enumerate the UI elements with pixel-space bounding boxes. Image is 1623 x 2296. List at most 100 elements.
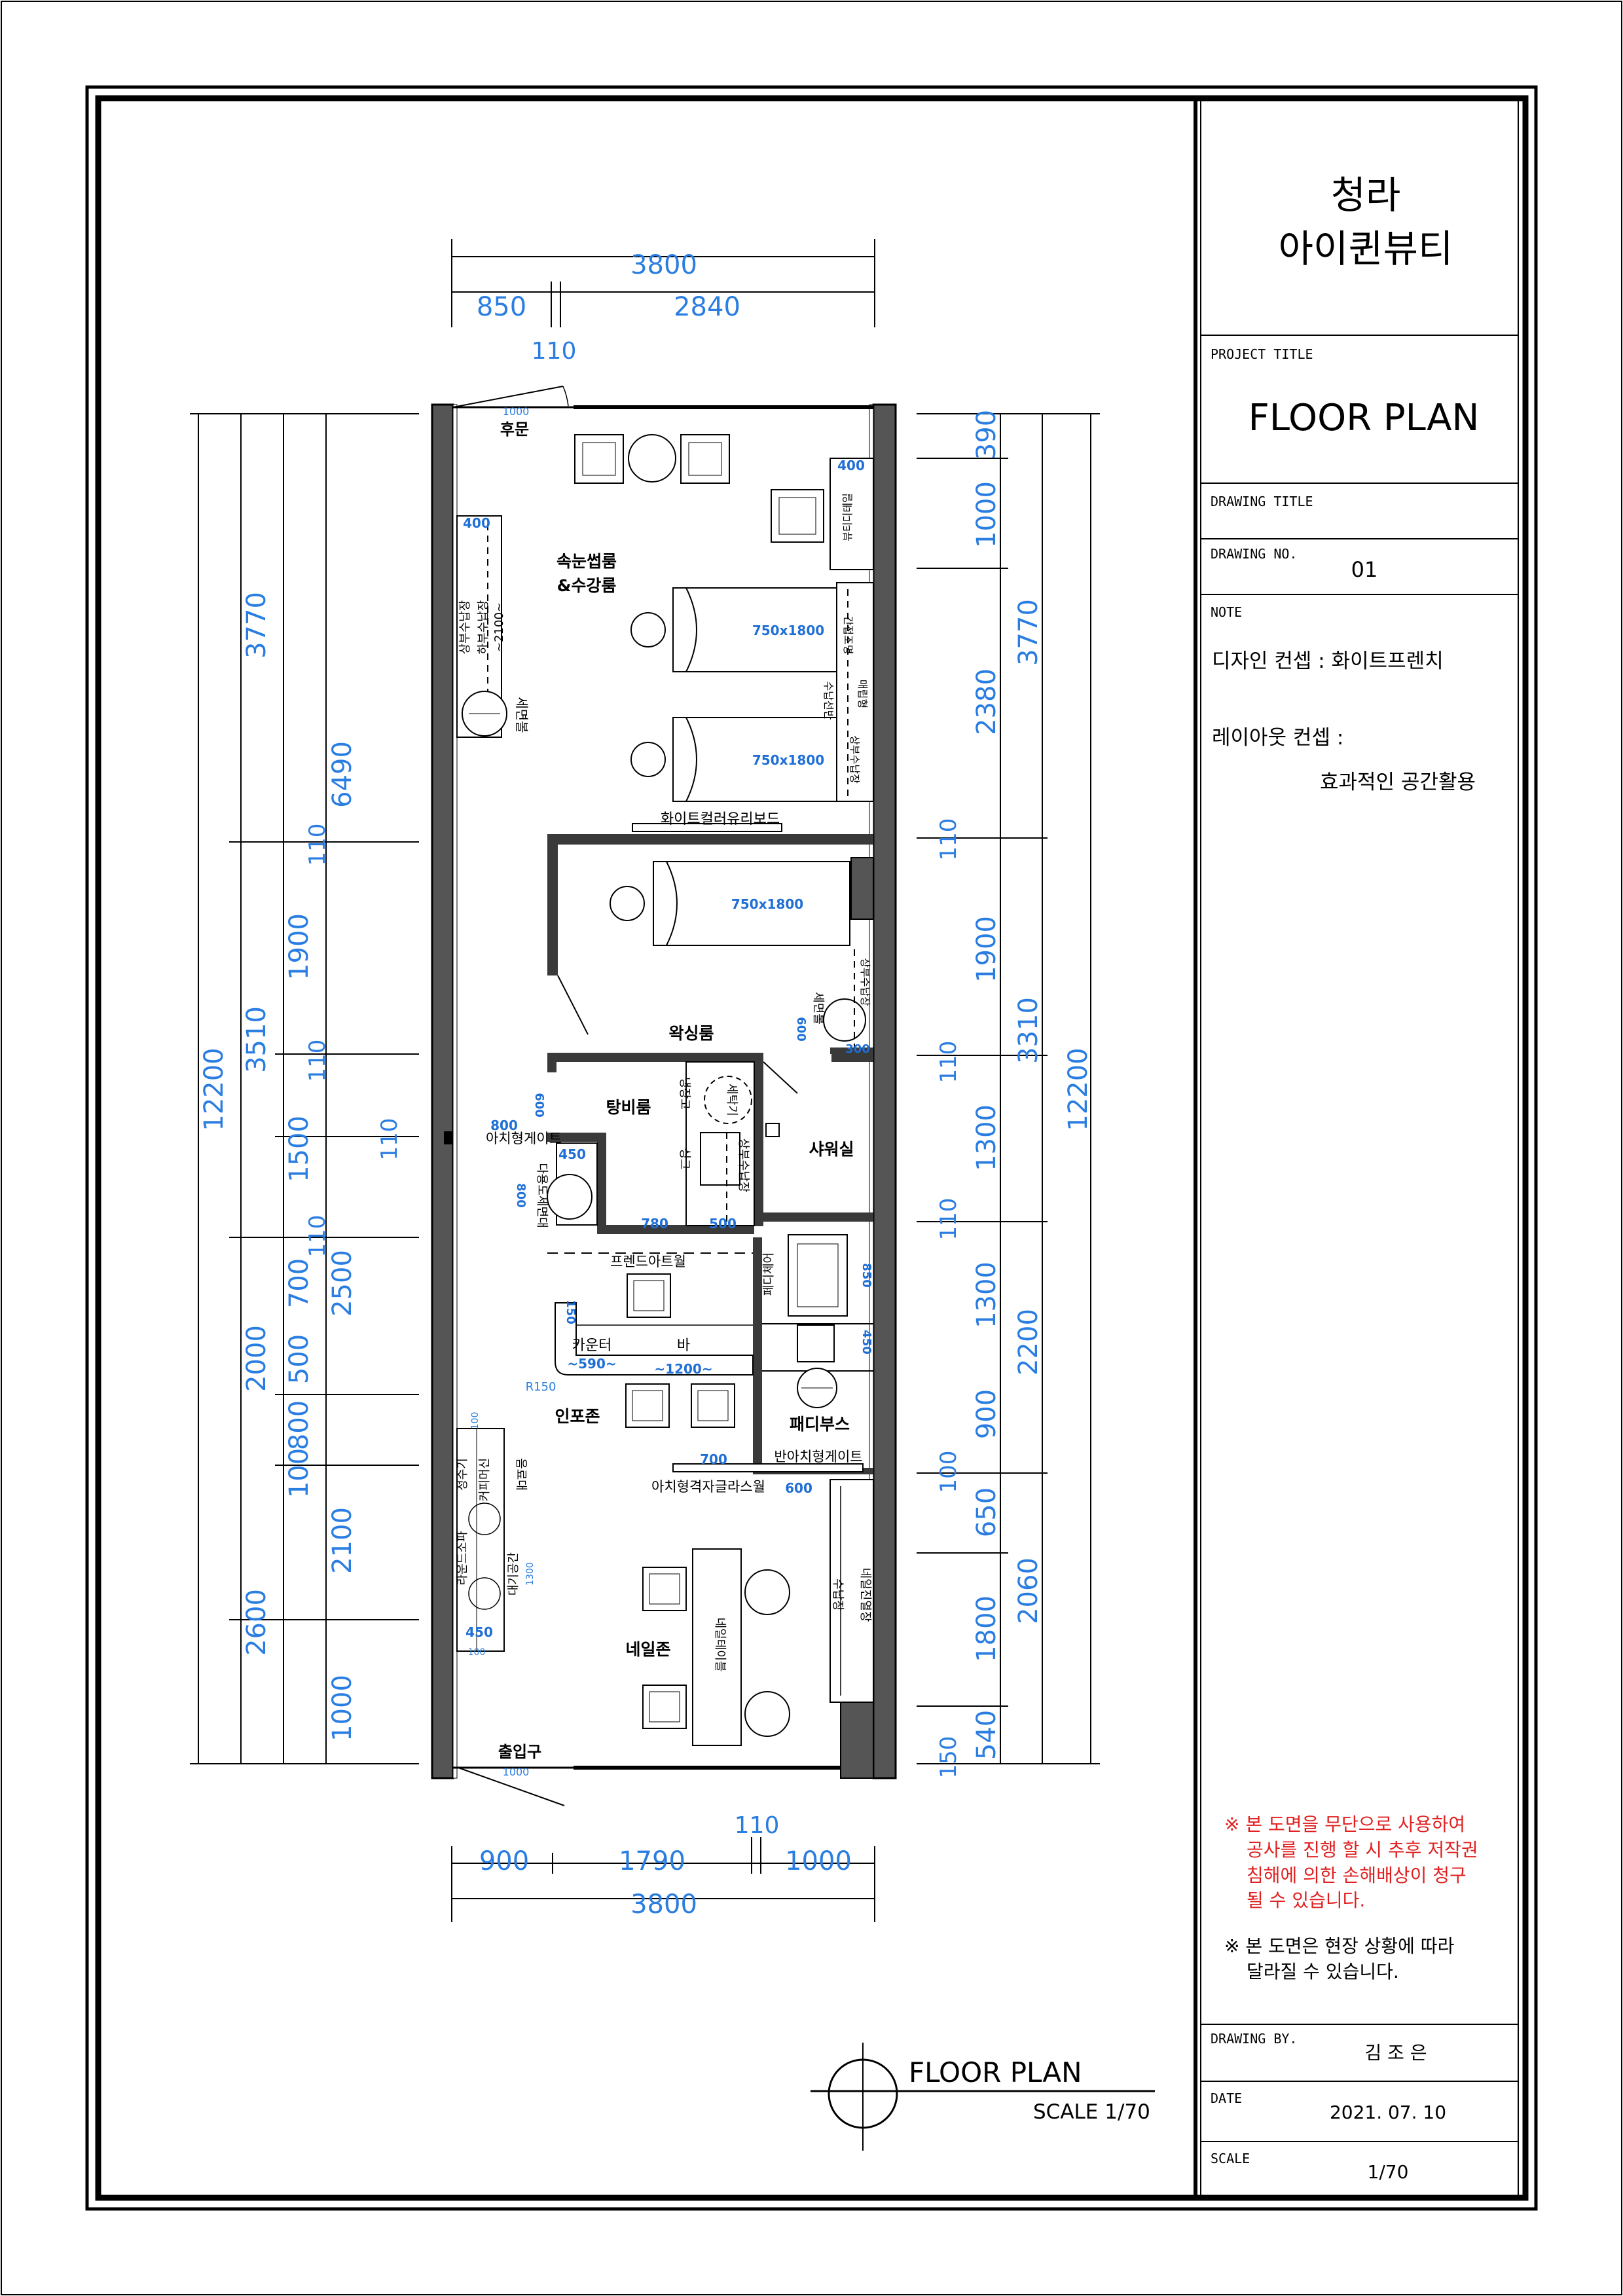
- dim-right-k: 1300: [972, 1262, 1002, 1328]
- room-pedi-booth: 패디부스: [790, 1415, 850, 1434]
- lounge-100-b: 100: [468, 1647, 486, 1658]
- furniture: [444, 434, 874, 1746]
- warning-2-line2: 달라질 수 있습니다.: [1247, 1961, 1399, 1982]
- drawing-no-label: DRAWING NO.: [1211, 546, 1297, 562]
- waxing-600: 600: [794, 1017, 808, 1042]
- room-names: 후문 속눈썹룸 &수강룸 왁싱룸 탕비룸 샤워실 인포존 패디부스 네일존 출입…: [498, 420, 854, 1761]
- layout-concept-value: 효과적인 공간활용: [1320, 771, 1476, 794]
- dim-bottom-c: 1000: [785, 1846, 852, 1876]
- half-arch-gate-label: 반아치형게이트: [774, 1449, 862, 1465]
- washer-label: 세탁기: [725, 1084, 739, 1116]
- dim-top-total: 3800: [630, 250, 697, 280]
- counter-label: 카운터: [572, 1338, 612, 1354]
- room-lash-1: 속눈썹룸: [556, 552, 617, 571]
- warning-1-line3: 침해에 의한 손해배상이 청구: [1247, 1865, 1467, 1886]
- scale-label: SCALE: [1211, 2151, 1250, 2166]
- dim-right-i: 1300: [972, 1104, 1002, 1171]
- counter-150: 150: [564, 1300, 577, 1324]
- waiting-1300: 1300: [525, 1562, 536, 1586]
- dim-left-total: 12200: [199, 1048, 229, 1131]
- drawing-by-label: DRAWING BY.: [1211, 2031, 1297, 2047]
- dim-left-w1: 110: [304, 824, 331, 866]
- drink-bar-label: 음료대: [514, 1458, 528, 1491]
- bar-label: 바: [677, 1338, 690, 1354]
- dim-right-a: 390: [972, 410, 1002, 460]
- dimension-texts: 3800 850 2840 110 900 1790 1000 110 3800…: [199, 250, 1093, 1920]
- dim-left-h: 2000: [242, 1325, 272, 1392]
- dim-right-j: 110: [936, 1198, 962, 1241]
- warning-2-line1: ※ 본 도면은 현장 상황에 따라: [1224, 1935, 1454, 1957]
- dim-right-total: 12200: [1063, 1048, 1093, 1131]
- lounge-sofa-label: 라운드소파: [456, 1531, 469, 1585]
- dim-top-wall: 110: [532, 338, 577, 365]
- arch-gate-label: 아치형게이트: [486, 1131, 562, 1146]
- scale: 1/70: [1368, 2161, 1409, 2183]
- beauty-detail-cabinet: 뷰티디테일: [841, 493, 854, 541]
- built-in-label: 매립형: [856, 680, 869, 708]
- dim-right-s: 150: [936, 1736, 962, 1779]
- pantry-600: 600: [532, 1093, 546, 1118]
- dim-bottom-a: 900: [479, 1846, 529, 1876]
- dim-right-h: 110: [936, 1041, 962, 1084]
- client-name-line1: 청라: [1331, 173, 1401, 217]
- dim-left-l: 2600: [242, 1589, 272, 1656]
- dim-left-w4: 110: [304, 1215, 331, 1258]
- room-nail-zone: 네일존: [625, 1640, 670, 1659]
- door-width-bottom: 1000: [503, 1766, 530, 1778]
- date-label: DATE: [1211, 2090, 1242, 2106]
- frame-outer: [85, 85, 1538, 2211]
- dim-left-a: 6490: [327, 741, 357, 808]
- dim-left-j: 800: [284, 1400, 314, 1450]
- plan-title-symbol: FLOOR PLAN SCALE 1/70: [811, 2043, 1155, 2151]
- title-block: 청라 아이퀸뷰티 PROJECT TITLE FLOOR PLAN DRAWIN…: [1194, 98, 1519, 2198]
- room-lash-2: &수강룸: [557, 576, 617, 595]
- dim-right-o: 650: [972, 1487, 1002, 1537]
- fridge-label: 냉장고: [678, 1077, 691, 1110]
- dim-left-w2: 110: [304, 1040, 331, 1082]
- building-shell: [431, 386, 897, 1806]
- multi-sink-800: 800: [514, 1183, 528, 1208]
- bed-1-size: 750x1800: [752, 623, 824, 638]
- bed-3-size: 750x1800: [731, 896, 803, 912]
- lounge-100-a: 100: [470, 1412, 481, 1430]
- sink-450: 450: [558, 1146, 586, 1162]
- layout-concept: 레이아웃 컨셉 :: [1212, 726, 1343, 750]
- pedi-850: 850: [860, 1263, 873, 1288]
- dim-left-e: 1500: [284, 1116, 314, 1182]
- dim-left-d: 1900: [284, 913, 314, 980]
- storage-shelf-label: 수납선반: [822, 682, 835, 720]
- dim-left-i: 500: [284, 1334, 314, 1384]
- dim-top-left: 850: [477, 292, 526, 322]
- project-title: FLOOR PLAN: [1249, 397, 1480, 439]
- dim-left-w3: 110: [376, 1118, 403, 1161]
- door-width-top: 1000: [503, 405, 530, 418]
- gate-800: 800: [490, 1118, 518, 1133]
- pedi-chair-label: 페디체어: [762, 1252, 776, 1296]
- storage-length: ~2100~: [492, 602, 506, 652]
- bar-length: ~1200~: [654, 1361, 712, 1377]
- lounge-450: 450: [465, 1624, 493, 1640]
- dim-right-q: 1800: [972, 1595, 1002, 1662]
- dim-right-m: 900: [972, 1389, 1002, 1439]
- dim-right-g: 3310: [1013, 997, 1044, 1064]
- room-shower: 샤워실: [809, 1140, 854, 1159]
- counter-radius: R150: [526, 1380, 556, 1394]
- dim-right-c: 2380: [972, 668, 1002, 735]
- dim-bottom-wall: 110: [735, 1812, 780, 1839]
- french-wall-label: 프렌드아트월: [610, 1254, 686, 1269]
- room-back-door: 후문: [500, 420, 529, 439]
- room-waxing: 왁싱룸: [668, 1024, 714, 1043]
- dim-left-n: 1000: [327, 1675, 357, 1741]
- side-upper-storage-label: 상부수납장: [848, 735, 861, 784]
- design-concept: 디자인 컨셉 : 화이트프렌치: [1212, 649, 1444, 673]
- pantry-780: 780: [641, 1216, 668, 1231]
- dimension-lines: [190, 239, 1100, 1922]
- waiting-space-label: 대기공간: [507, 1552, 520, 1595]
- plan-title: FLOOR PLAN: [909, 2056, 1082, 2088]
- dim-right-b: 1000: [972, 481, 1002, 548]
- dim-right-e: 110: [936, 818, 962, 861]
- pedi-450: 450: [860, 1330, 873, 1355]
- indirect-light-label: 간접조명: [842, 616, 854, 655]
